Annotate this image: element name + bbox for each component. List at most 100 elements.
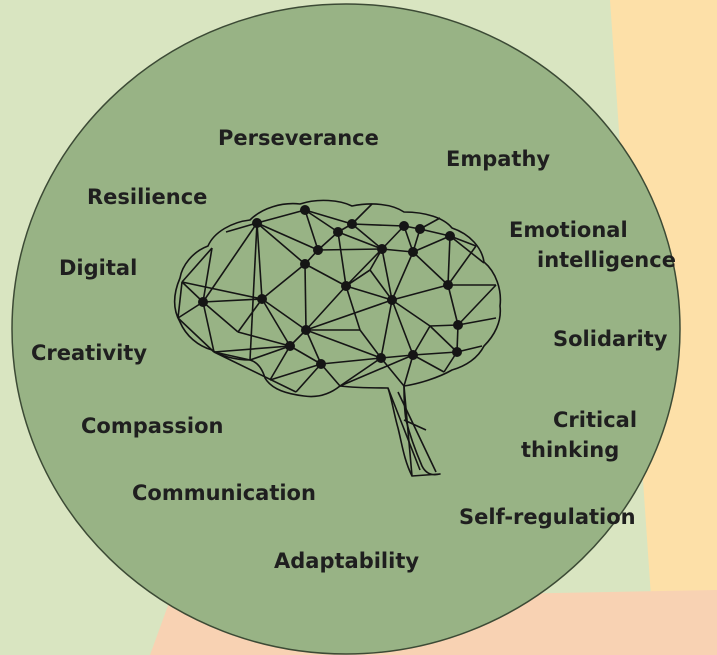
brain-node <box>408 247 418 257</box>
brain-edge <box>237 331 291 347</box>
brain-edge <box>345 285 361 331</box>
brain-edge <box>412 251 449 286</box>
brain-edge <box>304 209 353 225</box>
skill-emotional-intelligence: Emotional intelligence <box>505 215 676 276</box>
brain-edge <box>339 357 382 387</box>
brain-edge <box>447 284 459 326</box>
skill-compassion: Compassion <box>81 414 224 438</box>
brain-stem-edge <box>403 419 427 431</box>
brain-edge <box>391 299 414 356</box>
brain-node <box>453 320 463 330</box>
brain-edge <box>304 209 319 251</box>
brain-edge <box>213 351 251 361</box>
brain-edge <box>381 248 393 301</box>
brain-edge <box>412 235 451 253</box>
brain-edge <box>177 317 215 353</box>
brain-node <box>347 219 357 229</box>
brain-node <box>399 221 409 231</box>
brain-edge <box>412 351 458 356</box>
brain-edge <box>249 345 291 361</box>
brain-edge <box>261 298 291 347</box>
brain-edge <box>261 263 306 300</box>
brain-edge <box>345 248 383 287</box>
skill-adaptability: Adaptability <box>274 549 420 573</box>
brain-node <box>443 280 453 290</box>
brain-node <box>415 224 425 234</box>
brain-network-icon <box>173 199 502 477</box>
brain-edge <box>380 354 414 359</box>
brain-node <box>316 359 326 369</box>
brain-edge <box>261 298 307 331</box>
brain-edge <box>391 284 449 301</box>
brain-edge <box>457 284 497 326</box>
brain-edge <box>412 354 445 373</box>
brain-stem-edge <box>403 385 413 477</box>
brain-edge <box>380 357 405 387</box>
brain-node <box>313 245 323 255</box>
brain-stem-edge <box>397 391 437 473</box>
brain-edge <box>429 325 458 353</box>
skill-self-regulation: Self-regulation <box>459 505 636 529</box>
skill-digital: Digital <box>59 256 138 280</box>
brain-edge <box>256 222 306 265</box>
brain-node <box>300 205 310 215</box>
brain-edge <box>317 248 383 251</box>
brain-edge <box>305 285 347 331</box>
brain-edge <box>202 301 239 333</box>
brain-edge <box>305 299 393 331</box>
skills-circle <box>11 3 681 655</box>
brain-node <box>333 227 343 237</box>
brain-node <box>377 244 387 254</box>
brain-node <box>452 347 462 357</box>
brain-edge <box>381 225 405 250</box>
skill-critical-thinking-line-2: thinking <box>521 438 620 463</box>
brain-edge <box>213 345 291 353</box>
brain-edge <box>304 263 347 287</box>
brain-edge <box>249 222 258 361</box>
brain-outline <box>173 199 502 477</box>
brain-edge <box>256 209 306 224</box>
skill-resilience: Resilience <box>87 185 208 209</box>
brain-edge <box>181 281 263 300</box>
brain-edge <box>202 298 263 303</box>
brain-edge <box>359 329 382 359</box>
skill-perseverance: Perseverance <box>218 126 379 150</box>
skill-emotional-intelligence-line-1: Emotional <box>509 218 628 242</box>
brain-node <box>445 231 455 241</box>
brain-edge <box>305 329 322 365</box>
brain-edge <box>177 281 183 319</box>
brain-edge <box>457 317 497 326</box>
brain-edge <box>269 345 291 381</box>
brain-edge <box>269 363 322 381</box>
skill-empathy: Empathy <box>446 147 551 171</box>
brain-edge <box>391 251 414 301</box>
skill-critical-thinking: Critical thinking <box>521 405 637 466</box>
brain-node <box>285 341 295 351</box>
brain-edge <box>449 235 485 264</box>
skill-creativity: Creativity <box>31 341 148 365</box>
brain-edge <box>304 209 339 233</box>
brain-edge <box>213 351 297 393</box>
skill-communication: Communication <box>132 481 316 505</box>
brain-edge <box>337 231 383 250</box>
brain-edge <box>181 247 213 283</box>
brain-edge <box>351 223 405 227</box>
brain-edge <box>351 223 383 250</box>
brain-node <box>198 297 208 307</box>
brain-edge <box>369 269 393 301</box>
brain-edge <box>447 245 477 286</box>
brain-node <box>252 218 262 228</box>
brain-edge <box>256 222 319 251</box>
brain-node <box>387 295 397 305</box>
brain-edge <box>295 363 322 393</box>
brain-edge <box>202 301 215 353</box>
brain-edge <box>447 235 451 286</box>
brain-stem-edge <box>387 387 421 471</box>
brain-edge <box>339 354 414 387</box>
brain-node <box>341 281 351 291</box>
brain-edge <box>225 222 258 233</box>
brain-edge <box>256 222 263 300</box>
brain-edge <box>337 231 347 287</box>
brain-edges <box>177 203 497 477</box>
